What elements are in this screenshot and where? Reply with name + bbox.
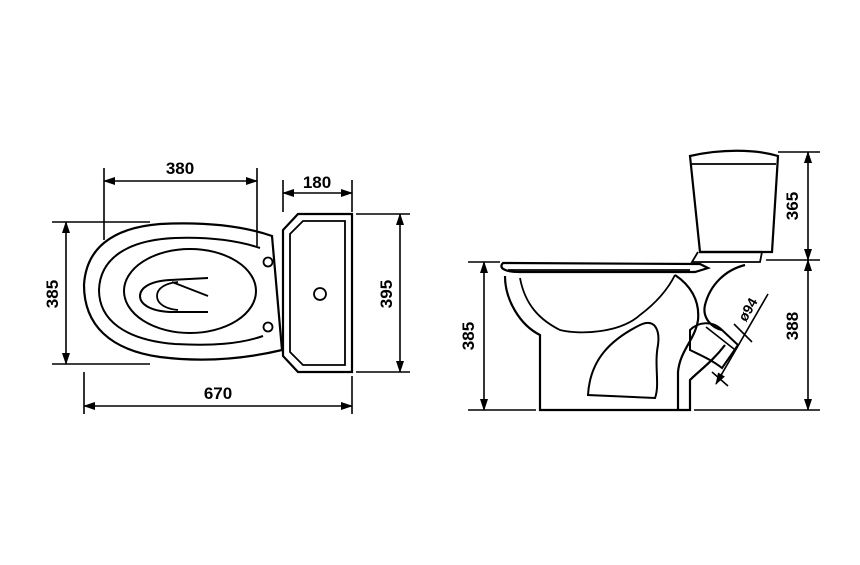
dim-line-diameter — [715, 293, 769, 385]
top-view — [82, 212, 354, 374]
side-bowl — [503, 275, 726, 412]
hinge-hole — [262, 321, 274, 333]
seat-outline — [97, 236, 264, 346]
dim-label-side-height: 385 — [459, 322, 478, 350]
dim-label-outlet-height: 388 — [783, 312, 802, 340]
side-view — [500, 149, 780, 412]
hinge-hole — [262, 256, 274, 268]
dim-label-tank-width: 395 — [377, 280, 396, 308]
flush-button — [313, 287, 327, 301]
tank-inner — [289, 220, 346, 366]
outlet-shape — [138, 277, 209, 313]
side-rim — [500, 261, 711, 274]
dim-label-overall-length: 670 — [204, 384, 232, 403]
dim-label-tank-height: 365 — [783, 192, 802, 220]
tank-outline — [281, 212, 354, 374]
bowl-opening — [123, 248, 257, 334]
side-view-dimensions — [468, 151, 820, 411]
bowl-outline — [82, 222, 284, 361]
side-outlet — [689, 322, 740, 370]
dim-label-outlet-diameter: ø94 — [735, 295, 761, 324]
dim-label-bowl-length: 380 — [166, 159, 194, 178]
dim-label-bowl-width: 385 — [43, 280, 62, 308]
side-tank — [688, 149, 780, 254]
top-view-dimensions — [52, 168, 410, 414]
dim-label-tank-depth: 180 — [303, 173, 331, 192]
side-trapway — [586, 322, 660, 400]
